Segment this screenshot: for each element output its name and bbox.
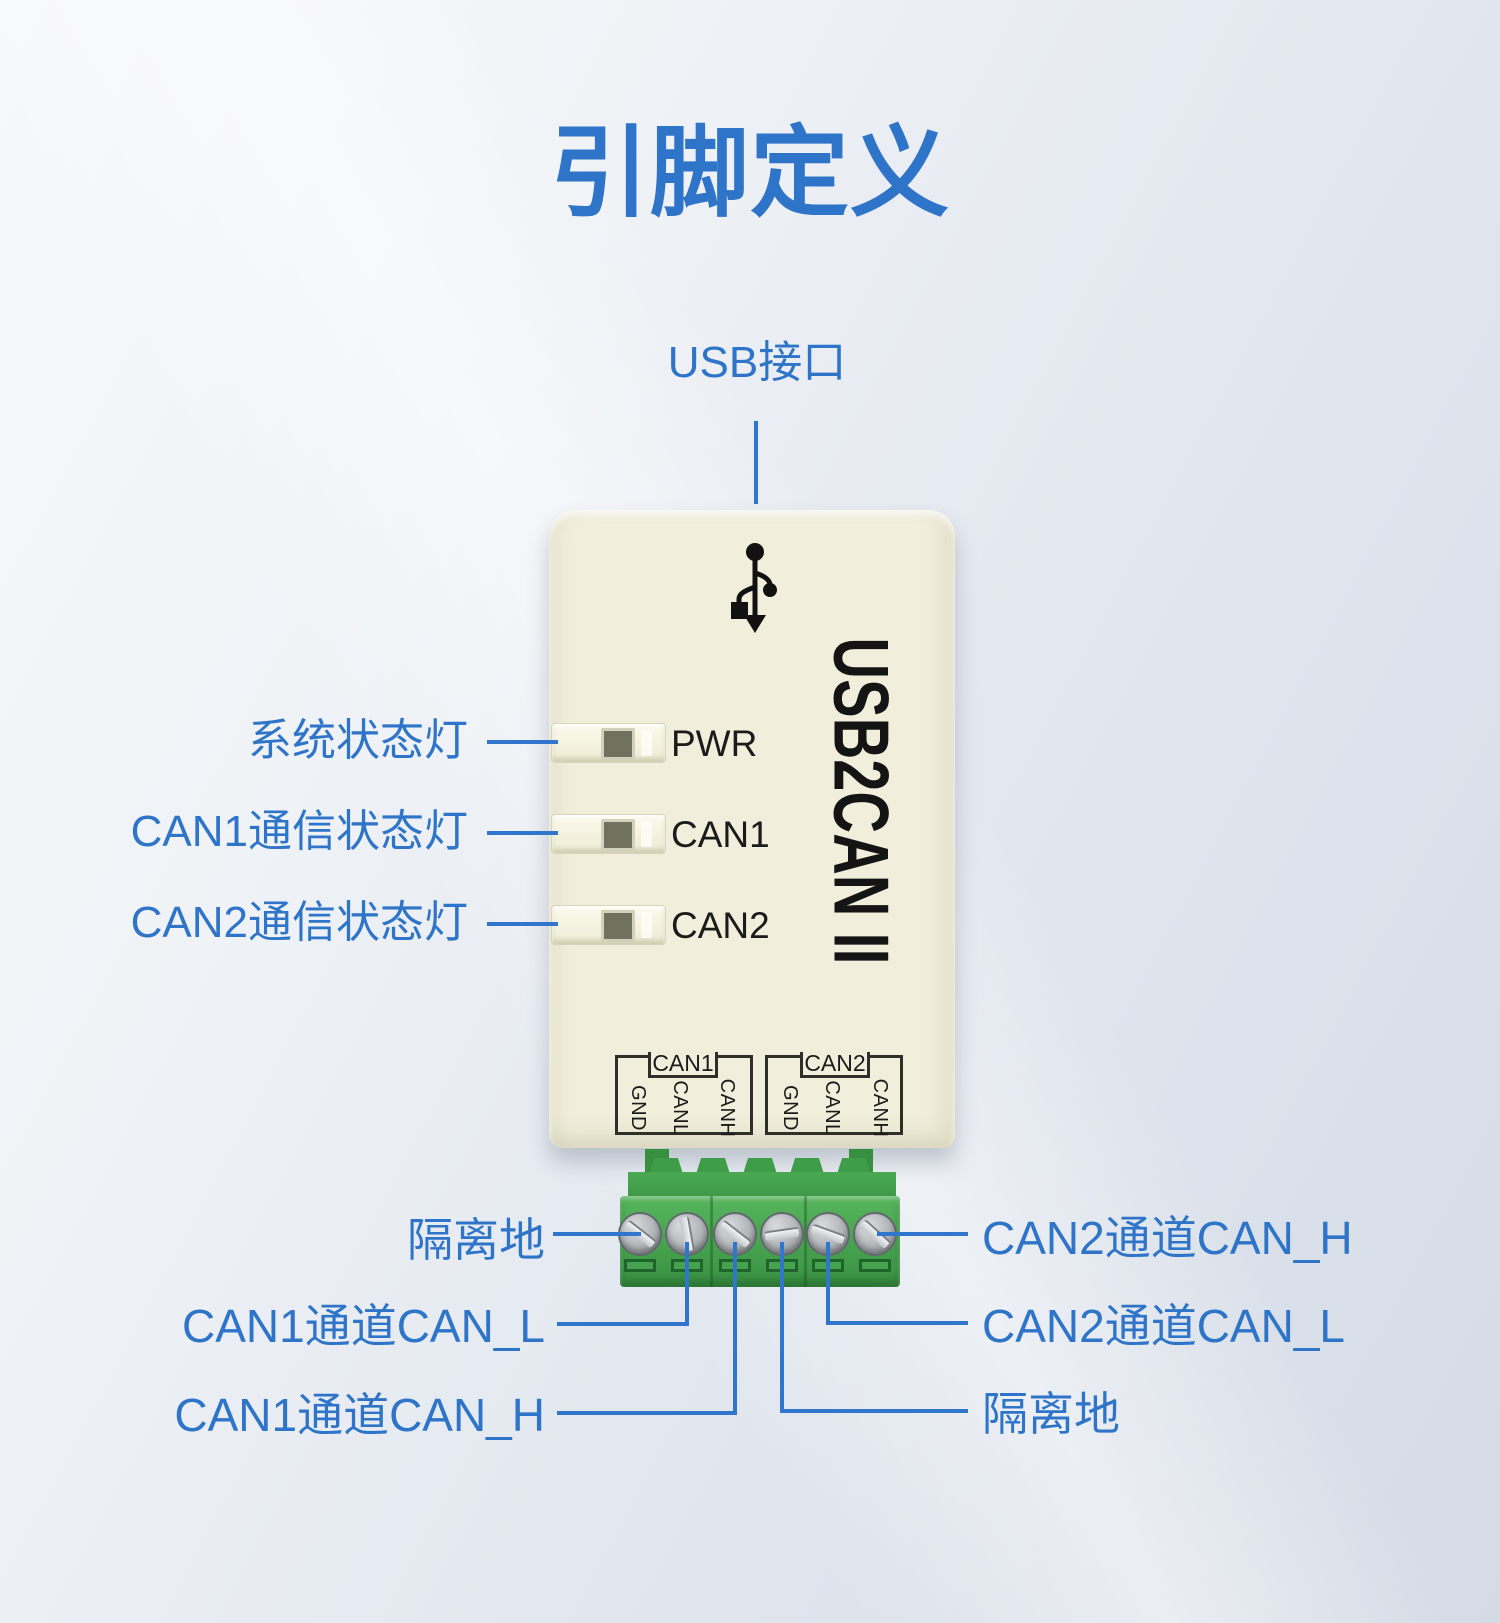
led-chip-pwr (601, 728, 635, 760)
led-callout-label-can2: CAN2通信状态灯 (130, 898, 468, 947)
terminal-upper-bar (628, 1172, 896, 1198)
terminal-seam (710, 1196, 713, 1287)
terminal-callout-label-can2-l: CAN2通道CAN_L (982, 1300, 1345, 1352)
pin-label-can1-gnd: GND (627, 1085, 649, 1131)
led-callout-label-system: 系统状态灯 (248, 716, 468, 765)
terminal-wire-slot (624, 1259, 656, 1272)
usb-trident-icon (731, 543, 777, 633)
pin-group-label-can1: CAN1 (652, 1050, 714, 1076)
callout-line-can1-canh-v (733, 1242, 737, 1415)
callout-line-can1-canh-h (557, 1411, 737, 1415)
pin-group-tab-can2: CAN2 (800, 1052, 870, 1078)
led-label-pwr: PWR (671, 723, 758, 764)
led-highlight (641, 821, 652, 847)
terminal-callout-label-can2-h: CAN2通道CAN_H (982, 1212, 1353, 1264)
callout-line-can2-canl-h (826, 1321, 968, 1325)
led-callout-line-can1 (487, 831, 558, 835)
pin-label-can1-canl: CANL (669, 1080, 691, 1136)
terminal-callout-label-can1-l: CAN1通道CAN_L (182, 1300, 545, 1352)
callout-line-can2-canl-v (826, 1242, 830, 1325)
terminal-tooth (743, 1158, 777, 1174)
led-chip-can1 (601, 819, 635, 851)
callout-line-can2-canh (877, 1232, 968, 1236)
terminal-callout-label-can1-h: CAN1通道CAN_H (174, 1389, 545, 1441)
terminal-tooth (696, 1158, 730, 1174)
pin-group-tab-can1: CAN1 (648, 1052, 718, 1078)
led-label-can2: CAN2 (671, 905, 770, 946)
pin-label-can1-canh: CANH (716, 1078, 738, 1138)
terminal-tooth (649, 1158, 683, 1174)
terminal-tooth (790, 1158, 824, 1174)
led-callout-line-can2 (487, 922, 558, 926)
usb-port-callout-label: USB接口 (667, 338, 847, 387)
terminal-screw-1 (618, 1212, 662, 1256)
pin-group-label-can2: CAN2 (804, 1050, 866, 1076)
callout-line-can1-gnd (553, 1232, 641, 1236)
page-title: 引脚定义 (550, 117, 950, 228)
brand-text: USB2CAN II (817, 637, 906, 965)
callout-line-can2-gnd-h (780, 1409, 968, 1413)
pin-label-can2-canh: CANH (869, 1078, 891, 1138)
callout-line-can2-gnd-v (780, 1242, 784, 1413)
terminal-wire-slot (859, 1259, 891, 1272)
callout-line-can1-canl-v (685, 1242, 689, 1326)
led-label-can1: CAN1 (671, 814, 770, 855)
pin-label-can2-canl: CANL (821, 1080, 843, 1136)
led-callout-label-can1: CAN1通信状态灯 (130, 807, 468, 856)
terminal-seam (804, 1196, 807, 1287)
callout-line-can1-canl-h (557, 1322, 689, 1326)
pin-label-can2-gnd: GND (779, 1085, 801, 1131)
led-highlight (641, 730, 652, 756)
terminal-tooth (837, 1158, 871, 1174)
terminal-callout-label-gnd-right: 隔离地 (982, 1388, 1120, 1440)
led-highlight (641, 912, 652, 938)
terminal-callout-label-gnd-left: 隔离地 (407, 1214, 545, 1266)
led-callout-line-pwr (487, 740, 558, 744)
usb-callout-line (754, 421, 758, 504)
led-chip-can2 (601, 910, 635, 942)
